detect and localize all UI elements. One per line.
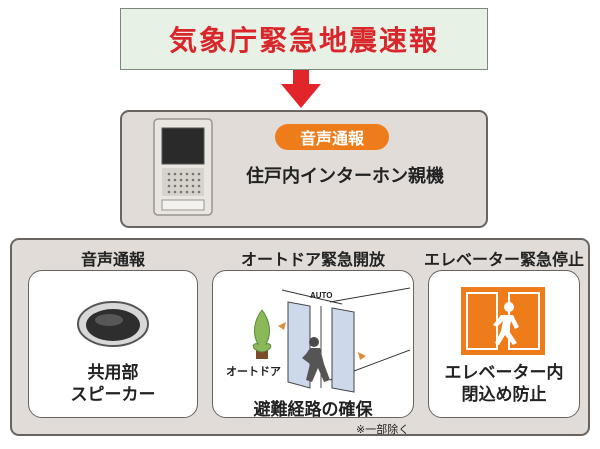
speaker-label-line1: 共用部 bbox=[87, 363, 139, 383]
column-title-autodoor: オートドア緊急開放 bbox=[240, 250, 385, 269]
down-arrow-icon bbox=[281, 70, 321, 108]
alert-banner: 気象庁緊急地震速報 bbox=[120, 8, 488, 70]
elevator-label-line1: エレベーター内 bbox=[444, 363, 564, 383]
interphone-icon bbox=[153, 118, 213, 216]
ceiling-speaker-icon bbox=[77, 301, 149, 347]
evacuation-route-label: 避難経路の確保 bbox=[253, 400, 373, 420]
banner-title: 気象庁緊急地震速報 bbox=[168, 24, 439, 57]
voice-alert-badge: 音声通報 bbox=[275, 124, 389, 150]
elevator-label-line2: 閉込め防止 bbox=[461, 385, 547, 405]
door-auto-sign: AUTO bbox=[310, 291, 333, 300]
footnote: ※一部除く bbox=[356, 423, 410, 436]
column-title-elevator: エレベーター緊急停止 bbox=[423, 250, 584, 269]
indoor-unit-label: 住戸内インターホン親機 bbox=[246, 166, 444, 187]
autodoor-illustration: AUTO bbox=[252, 287, 410, 393]
column-title-voice: 音声通報 bbox=[80, 250, 145, 269]
autodoor-label: オートドア bbox=[226, 365, 281, 378]
speaker-label-line2: スピーカー bbox=[70, 385, 156, 405]
elevator-escape-icon bbox=[461, 287, 545, 355]
